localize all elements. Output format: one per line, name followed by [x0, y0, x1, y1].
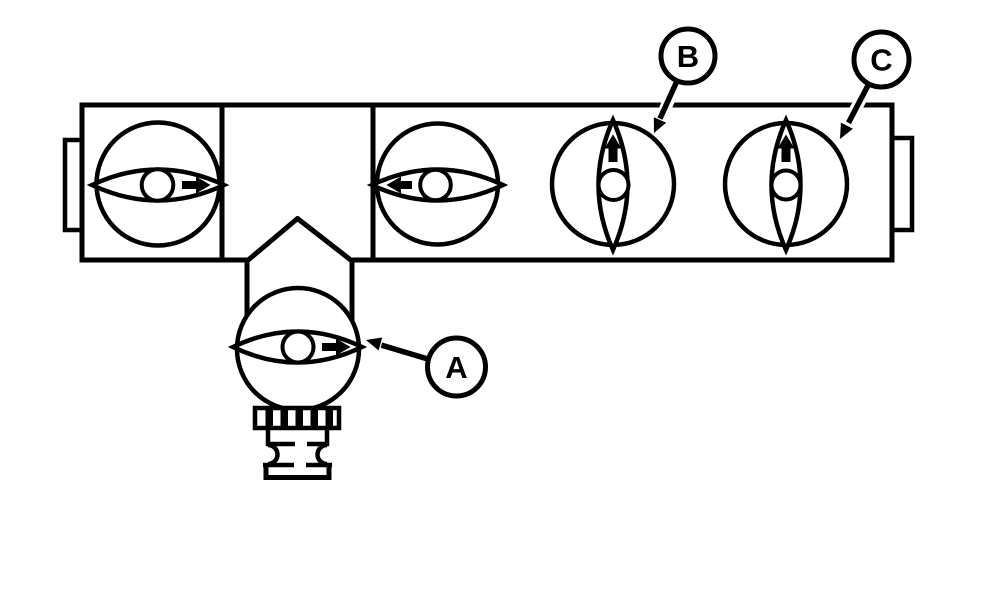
callout-circle [658, 26, 718, 86]
leader-arrowhead-icon [363, 335, 384, 353]
flow-arrow-right-icon [322, 338, 351, 356]
leader-arrowhead-icon [652, 115, 669, 136]
callout-label-a: A [445, 350, 467, 385]
callout-label-c: C [870, 43, 892, 78]
leader-line [846, 82, 872, 125]
callout-b: B [658, 26, 718, 86]
flow-arrow-right-icon [182, 176, 211, 194]
leader-line [378, 341, 430, 362]
thread-stripe [280, 410, 288, 426]
valve-stem-circle [418, 167, 453, 203]
leader-arrow-b [652, 77, 684, 136]
threaded-collar [252, 405, 342, 431]
thread-stripe [325, 410, 333, 426]
manifold-valve-1 [86, 120, 230, 248]
leader-line [655, 79, 680, 125]
leader-arrowhead-icon [838, 120, 856, 142]
valve-stem-circle [596, 168, 631, 202]
groove-notch-right [315, 442, 328, 467]
callout-circle [851, 29, 912, 90]
flow-arrow-up-icon [604, 134, 622, 162]
callout-label-b: B [677, 39, 699, 74]
valve-stem-circle [139, 167, 176, 203]
manifold-valve-2 [366, 121, 509, 247]
thread-stripe [295, 410, 303, 426]
flow-arrow-up-icon [777, 134, 795, 162]
manifold-valve-b [549, 114, 677, 256]
callout-circle [425, 335, 488, 399]
callout-c: C [851, 29, 912, 90]
leader-arrow-a [363, 335, 430, 365]
valve-stem-circle [769, 168, 803, 202]
thread-stripe [265, 410, 273, 426]
groove-notch-left [267, 442, 280, 467]
valve-stem-circle [280, 329, 316, 365]
coupler-fitting [263, 426, 332, 480]
branch-chevron [245, 216, 354, 263]
manifold-valve-c [722, 114, 850, 256]
branch-opening [248, 253, 352, 266]
branch-valve-a [227, 285, 368, 431]
leader-arrow-c [838, 81, 875, 142]
callout-a: A [425, 335, 488, 399]
flow-arrow-left-icon [386, 176, 412, 194]
fitting-base [263, 464, 332, 480]
thread-stripe [310, 410, 318, 426]
